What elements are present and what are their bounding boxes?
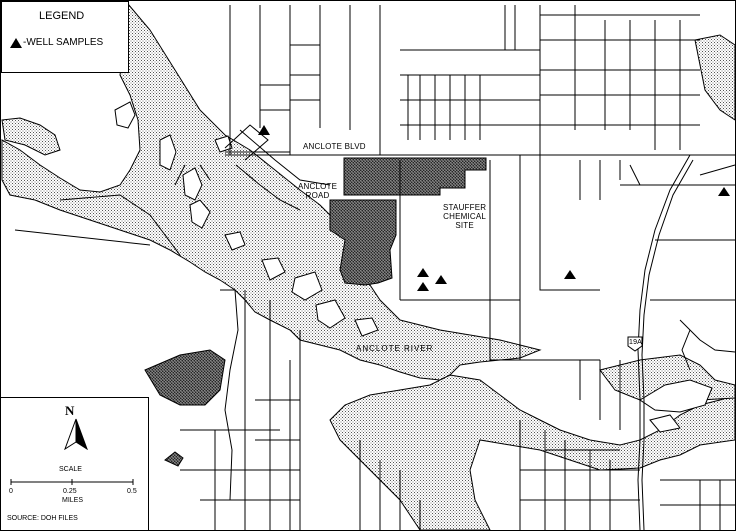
scale-title: SCALE — [59, 466, 82, 473]
scale-tick-1: 0.25 — [63, 488, 77, 495]
well-sample-marker — [258, 125, 270, 135]
well-sample-marker — [718, 187, 730, 196]
legend-title: LEGEND — [39, 10, 85, 22]
north-arrow-icon — [64, 418, 88, 450]
scale-tick-2: 0.5 — [127, 488, 137, 495]
north-label: N — [65, 403, 75, 418]
stauffer-site-label: STAUFFER CHEMICAL SITE — [443, 203, 487, 230]
anclote-blvd-label: ANCLOTE BLVD — [303, 142, 366, 151]
well-sample-marker — [417, 268, 429, 277]
highway-shield-label: 19A — [629, 339, 643, 346]
legend: LEGEND -WELL SAMPLES — [1, 1, 129, 73]
islands — [114, 101, 713, 433]
source-note: SOURCE: DOH FILES — [7, 515, 78, 522]
anclote-road-label: ANCLOTE ROAD — [298, 182, 338, 200]
road-network — [14, 5, 736, 531]
stauffer-site-parcel — [329, 157, 487, 286]
scale-tick-0: 0 — [9, 488, 13, 495]
scale-panel: N SCALE 0 0.25 0.5 MILES SOURCE: DOH FIL… — [1, 397, 149, 531]
legend-item: -WELL SAMPLES — [10, 37, 103, 48]
legend-item-label: -WELL SAMPLES — [23, 37, 104, 48]
triangle-icon — [10, 37, 22, 48]
highway-shield — [627, 336, 643, 352]
well-sample-marker — [564, 270, 576, 279]
anclote-river-label: ANCLOTE RIVER — [356, 344, 434, 353]
scale-bar — [10, 479, 134, 485]
well-sample-marker — [417, 282, 429, 291]
well-sample-marker — [435, 275, 447, 284]
scale-unit: MILES — [62, 497, 84, 504]
well-sample-markers — [258, 125, 730, 291]
